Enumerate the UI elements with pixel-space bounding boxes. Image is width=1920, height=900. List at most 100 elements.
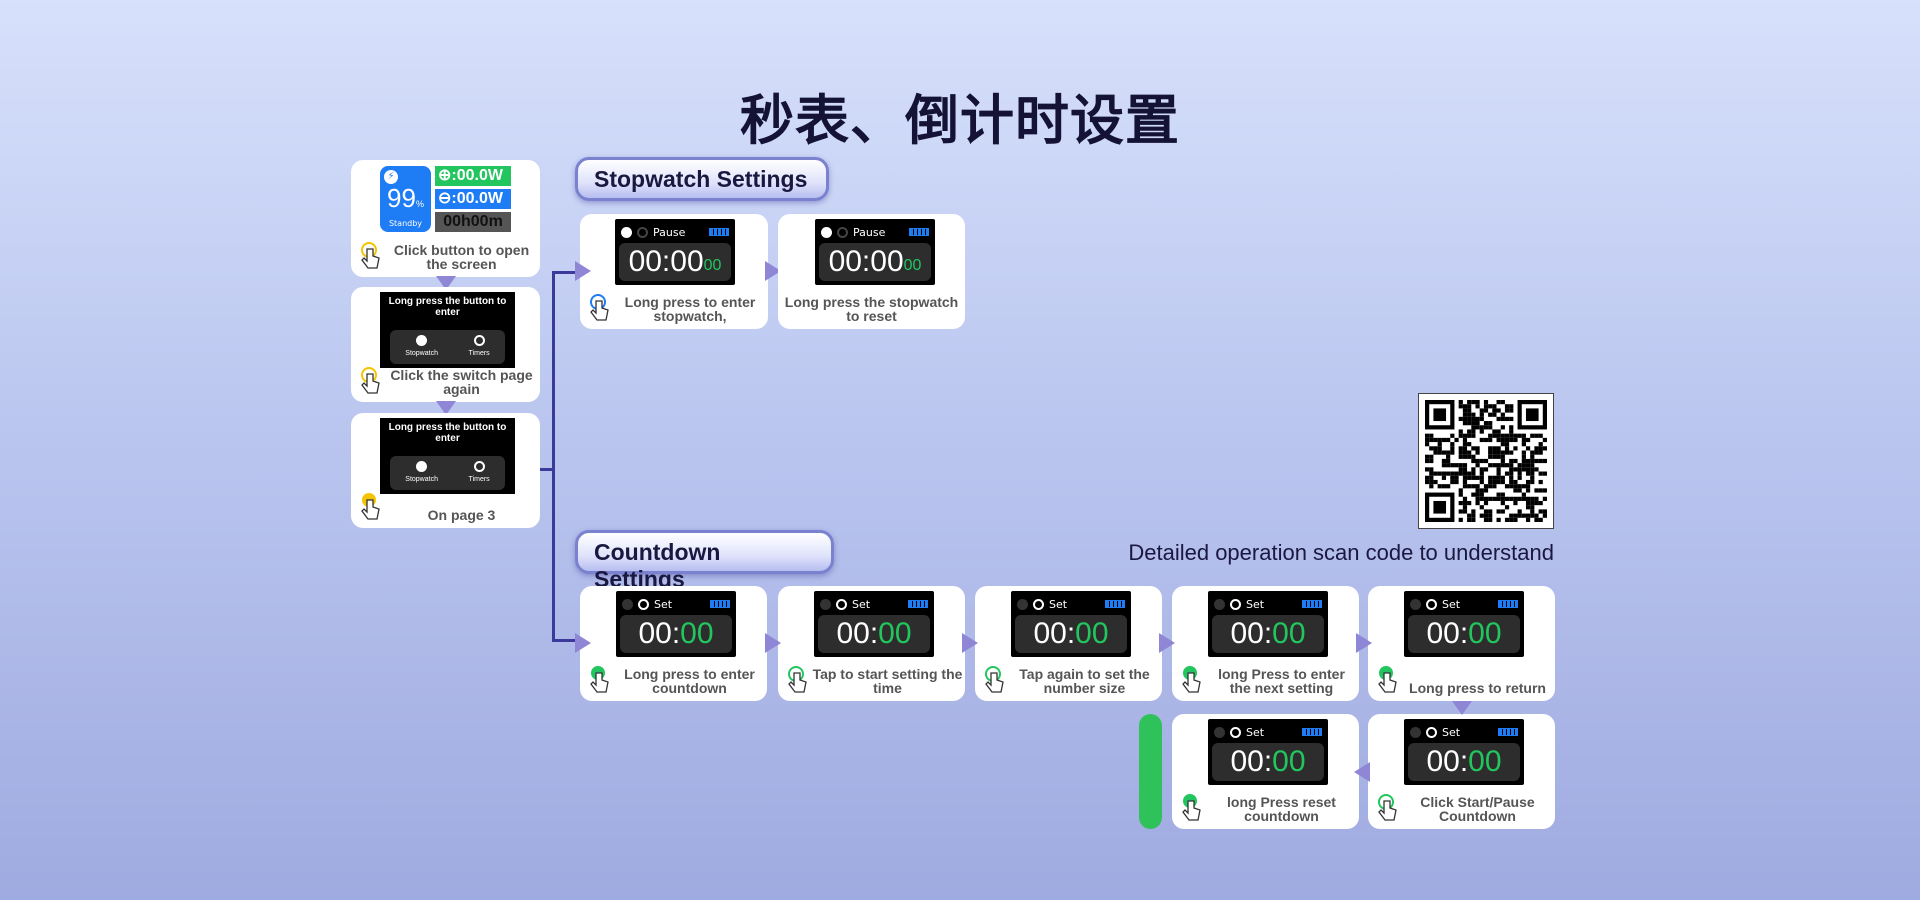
countdown-screen: Set 00:00 [1208, 591, 1328, 657]
minutes-display: 00: [1230, 745, 1273, 778]
arrow-down-icon [1452, 701, 1472, 715]
step-caption: Tap to start setting the time [812, 666, 963, 696]
countdown-step-card: Set 00:00 Long press to enter countdown [580, 586, 767, 701]
minutes-display: 00: [1426, 745, 1469, 778]
stopwatch-icon [820, 598, 831, 610]
countdown-step-card: Set 00:00 Long press to return [1368, 586, 1555, 701]
menu-option-timers[interactable]: Timers [469, 335, 490, 359]
mode-label: Set [852, 597, 871, 611]
timer-icon [1230, 598, 1241, 610]
connector-line [552, 271, 555, 642]
minutes-display: 00: [1230, 617, 1273, 650]
step-caption: Click Start/Pause Countdown [1420, 794, 1535, 824]
stopwatch-icon [1410, 598, 1421, 610]
step-caption: Click the switch page again [390, 367, 533, 397]
mode-label: Pause [653, 225, 686, 239]
battery-icon [710, 600, 730, 608]
mode-label: Pause [853, 225, 886, 239]
arrow-right-icon [575, 261, 591, 281]
qr-code[interactable] [1418, 393, 1554, 529]
hand-tap-icon [361, 242, 380, 269]
hand-tap-icon [361, 367, 380, 394]
connector-line [540, 468, 554, 471]
countdown-step-card: Set 00:00 long Press reset countdown [1172, 714, 1359, 829]
timer-icon [1426, 598, 1437, 610]
arrow-right-icon [765, 633, 781, 653]
hand-tap-icon [788, 666, 807, 693]
qr-code-pattern [1425, 400, 1547, 522]
arrow-right-icon [765, 261, 781, 281]
stopwatch-icon [821, 226, 832, 238]
step-caption: Tap again to set the number size [1019, 666, 1150, 696]
option-label: Timers [468, 350, 490, 357]
arrow-down-icon [436, 276, 456, 290]
seconds-display: 00 [1272, 617, 1306, 650]
battery-icon [1302, 728, 1322, 736]
menu-title: Long press the button to enter [388, 296, 507, 318]
timer-icon [1230, 726, 1241, 738]
hand-tap-icon [1182, 666, 1201, 693]
output-power: ⊖:00.0W [435, 189, 511, 209]
battery-icon [908, 600, 928, 608]
menu-option-stopwatch[interactable]: Stopwatch [405, 335, 438, 359]
countdown-step-card: Set 00:00 long Press to enter the next s… [1172, 586, 1359, 701]
stopwatch-icon [622, 598, 633, 610]
battery-icon [709, 228, 729, 236]
seconds-display: 00 [680, 617, 714, 650]
timer-icon [473, 461, 485, 472]
timer-icon [637, 226, 648, 238]
mode-label: Set [654, 597, 673, 611]
timer-icon [473, 335, 485, 346]
option-label: Timers [468, 476, 490, 483]
mode-label: Set [1442, 725, 1461, 739]
seconds-display: 00 [1468, 617, 1502, 650]
ms-display: 00 [703, 257, 722, 274]
arrow-left-icon [1354, 762, 1370, 782]
arrow-right-icon [1159, 633, 1175, 653]
step-caption: Long press to enter stopwatch, [624, 294, 756, 324]
mode-label: Set [1246, 725, 1265, 739]
page-title: 秒表、倒计时设置 [740, 89, 1180, 152]
arrow-down-icon [436, 401, 456, 415]
standby-label: Standby [388, 219, 423, 228]
output-value: :00.0W [451, 190, 503, 207]
menu-title: Long press the button to enter [388, 422, 507, 444]
step-caption: long Press reset countdown [1227, 794, 1336, 824]
countdown-screen: Set 00:00 [1404, 591, 1524, 657]
step-caption: Long press to return [1409, 680, 1546, 696]
menu-screen: Long press the button to enter Stopwatch… [380, 292, 515, 368]
arrow-right-icon [1356, 633, 1372, 653]
seconds-display: 00 [878, 617, 912, 650]
countdown-screen: Set 00:00 [1011, 591, 1131, 657]
menu-option-stopwatch[interactable]: Stopwatch [405, 461, 438, 485]
minutes-display: 00: [1426, 617, 1469, 650]
countdown-step-card: Set 00:00 Tap to start setting the time [778, 586, 965, 701]
hand-tap-icon [1378, 794, 1397, 821]
stopwatch-icon [1214, 598, 1225, 610]
start-card-page-3: Long press the button to enter Stopwatch… [351, 413, 540, 528]
input-power: ⊕:00.0W [435, 166, 511, 186]
mode-label: Set [1442, 597, 1461, 611]
time-display: 00:00 [828, 245, 904, 278]
step-caption: Long press the stopwatch to reset [784, 294, 959, 324]
timer-icon [836, 598, 847, 610]
output-icon: ⊖ [438, 190, 452, 207]
hand-tap-icon [985, 666, 1004, 693]
stopwatch-icon [1410, 726, 1421, 738]
bolt-icon: ⚡ [384, 170, 398, 184]
step-caption: Long press to enter countdown [624, 666, 755, 696]
menu-option-timers[interactable]: Timers [469, 461, 490, 485]
option-label: Stopwatch [405, 476, 438, 483]
timer-icon [638, 598, 649, 610]
countdown-screen: Set 00:00 [1404, 719, 1524, 785]
minutes-display: 00: [1033, 617, 1076, 650]
battery-icon [1302, 600, 1322, 608]
start-card-open-screen: ⚡ 99% Standby ⊕:00.0W ⊖:00.0W 00h00m Cli… [351, 160, 540, 277]
step-caption: On page 3 [427, 507, 496, 523]
seconds-display: 00 [1272, 745, 1306, 778]
battery-icon [909, 228, 929, 236]
step-caption: long Press to enter the next setting [1218, 666, 1345, 696]
